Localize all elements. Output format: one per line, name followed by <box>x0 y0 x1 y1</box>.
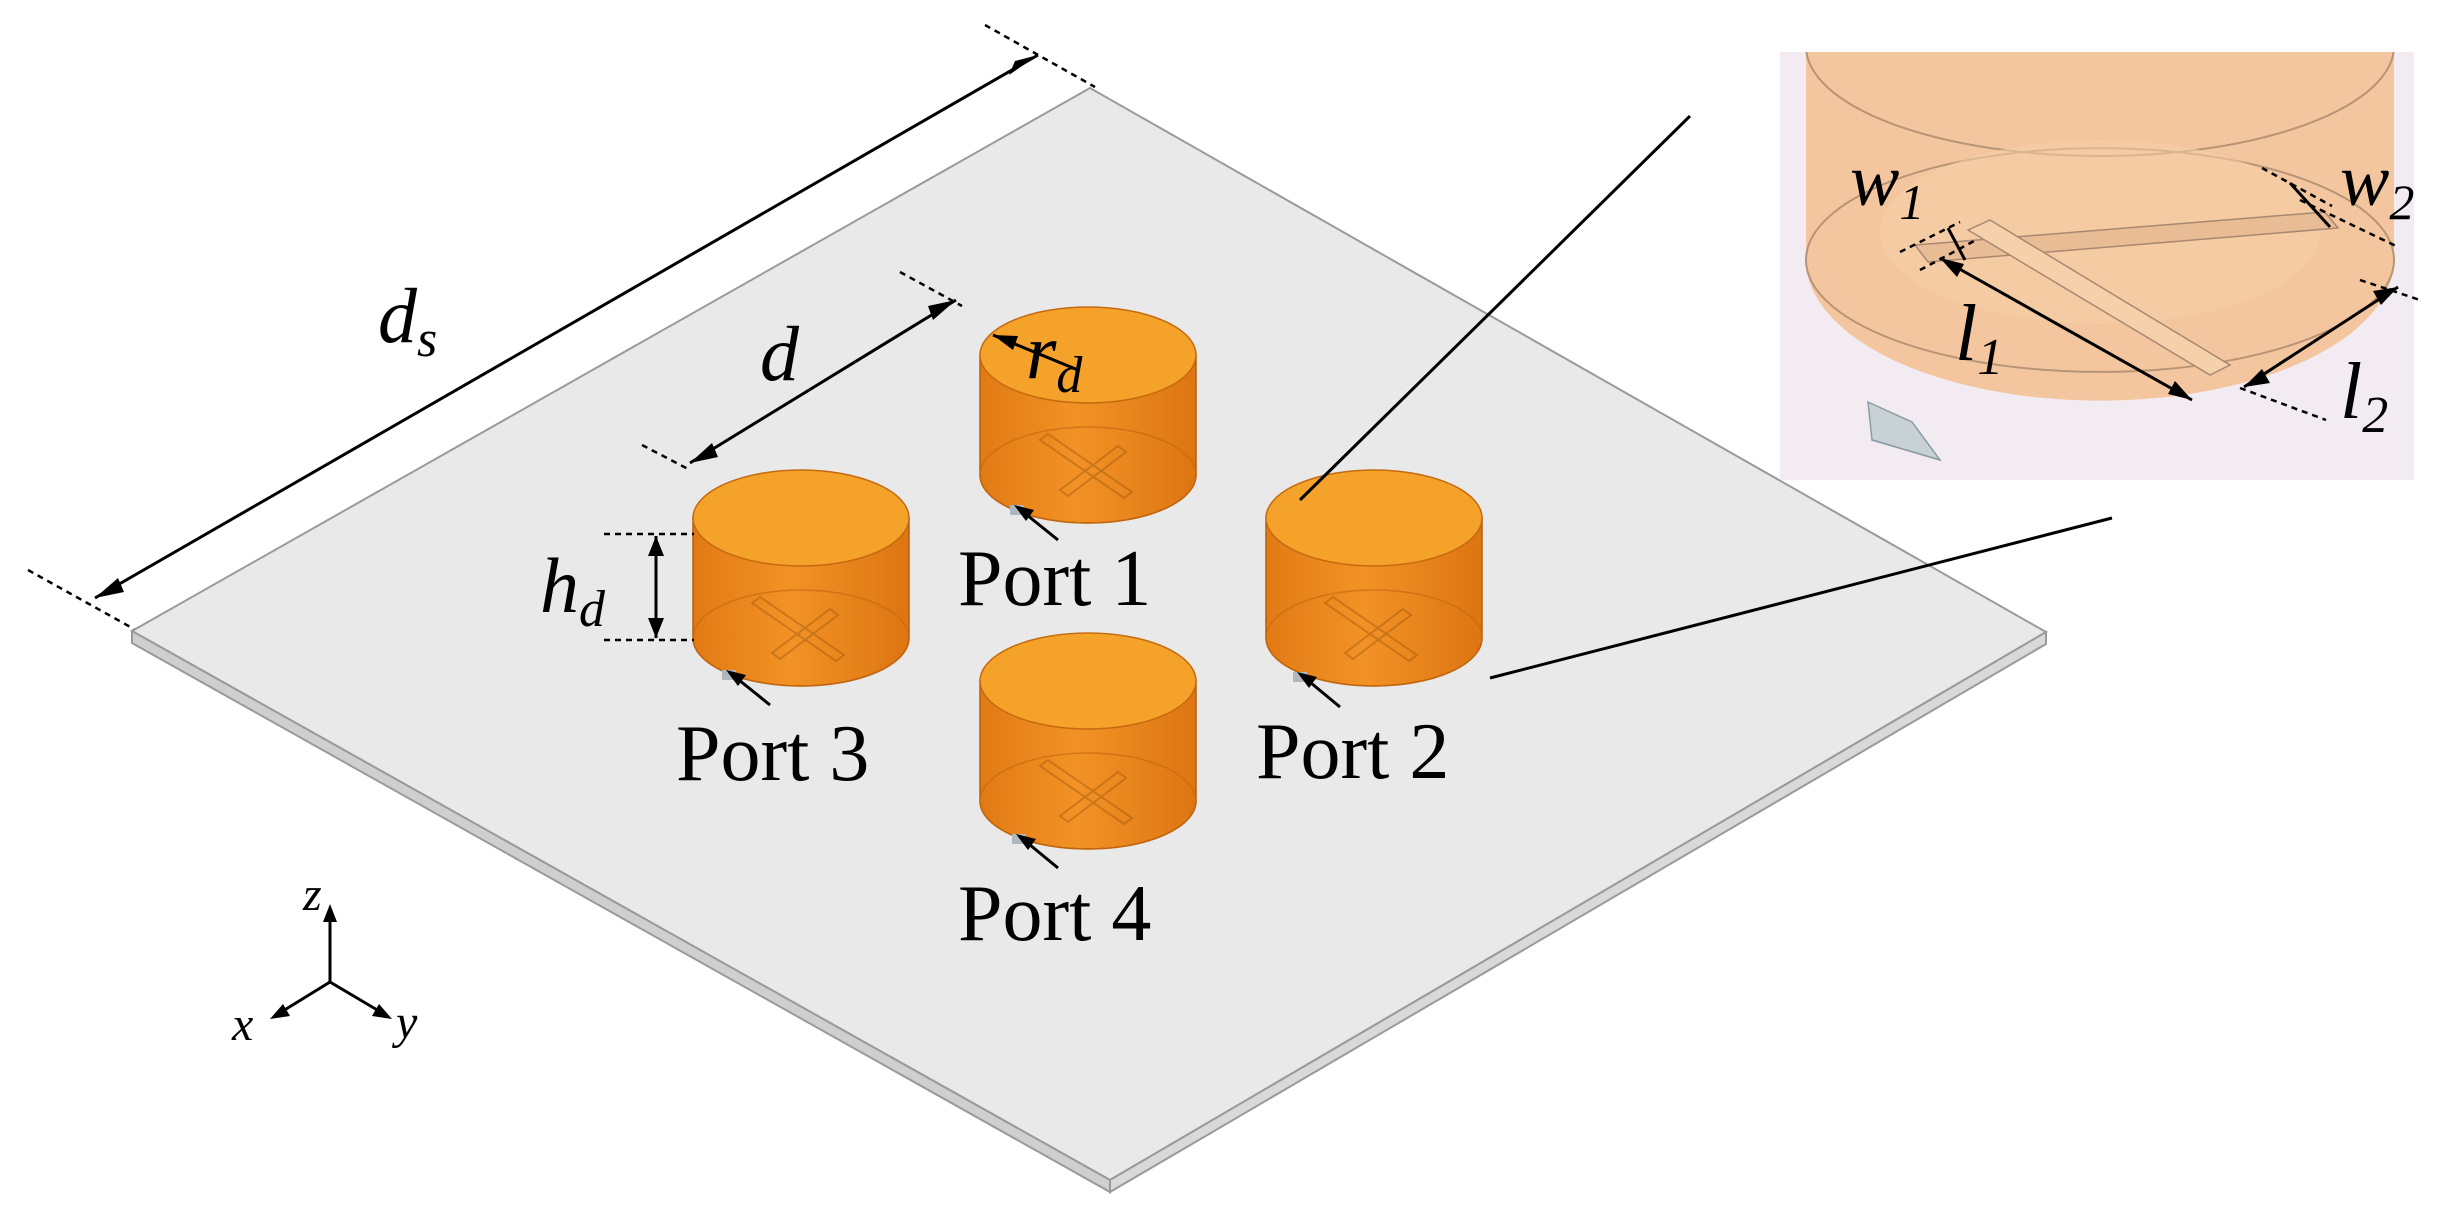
zoom-callout-lines <box>1298 114 2113 680</box>
dimension-d: d <box>641 270 963 472</box>
port-1: Port 1 <box>958 505 1151 623</box>
port-3-label: Port 3 <box>676 710 869 798</box>
w1-label: w1 <box>1850 140 1924 230</box>
port-4: Port 4 <box>958 834 1151 958</box>
ds-label: ds <box>378 272 437 368</box>
dielectric-resonator-1 <box>979 306 1197 524</box>
x-axis-label: x <box>231 998 253 1051</box>
dimension-l2: l2 <box>2239 278 2421 444</box>
l1-label: l1 <box>1955 290 2003 386</box>
z-axis-label: z <box>302 868 322 921</box>
port-4-label: Port 4 <box>958 870 1151 958</box>
port-1-label: Port 1 <box>958 535 1151 623</box>
dimension-l1: l1 <box>1939 256 2193 402</box>
dimension-w2: w2 <box>2261 140 2414 248</box>
port-2-label: Port 2 <box>1256 708 1449 796</box>
dielectric-resonator-2 <box>1265 469 1483 687</box>
port-2: Port 2 <box>1256 672 1449 796</box>
dielectric-resonator-3 <box>692 469 910 687</box>
hd-label: hd <box>540 542 606 638</box>
w2-label: w2 <box>2340 140 2414 230</box>
dimension-w1: w1 <box>1850 140 1977 272</box>
port-3: Port 3 <box>676 670 869 798</box>
dielectric-resonator-4 <box>979 632 1197 850</box>
dimension-ds: ds <box>27 23 1096 631</box>
feed-detail-inset: w1 w2 l1 l2 <box>1780 52 2421 480</box>
y-axis-label: y <box>391 996 418 1049</box>
dimension-hd: hd <box>540 532 694 642</box>
dimension-rd: rd <box>992 308 1083 404</box>
d-label: d <box>760 310 800 397</box>
rd-label: rd <box>1026 308 1083 404</box>
l2-label: l2 <box>2340 348 2388 444</box>
coordinate-axes: z x y <box>231 868 418 1051</box>
